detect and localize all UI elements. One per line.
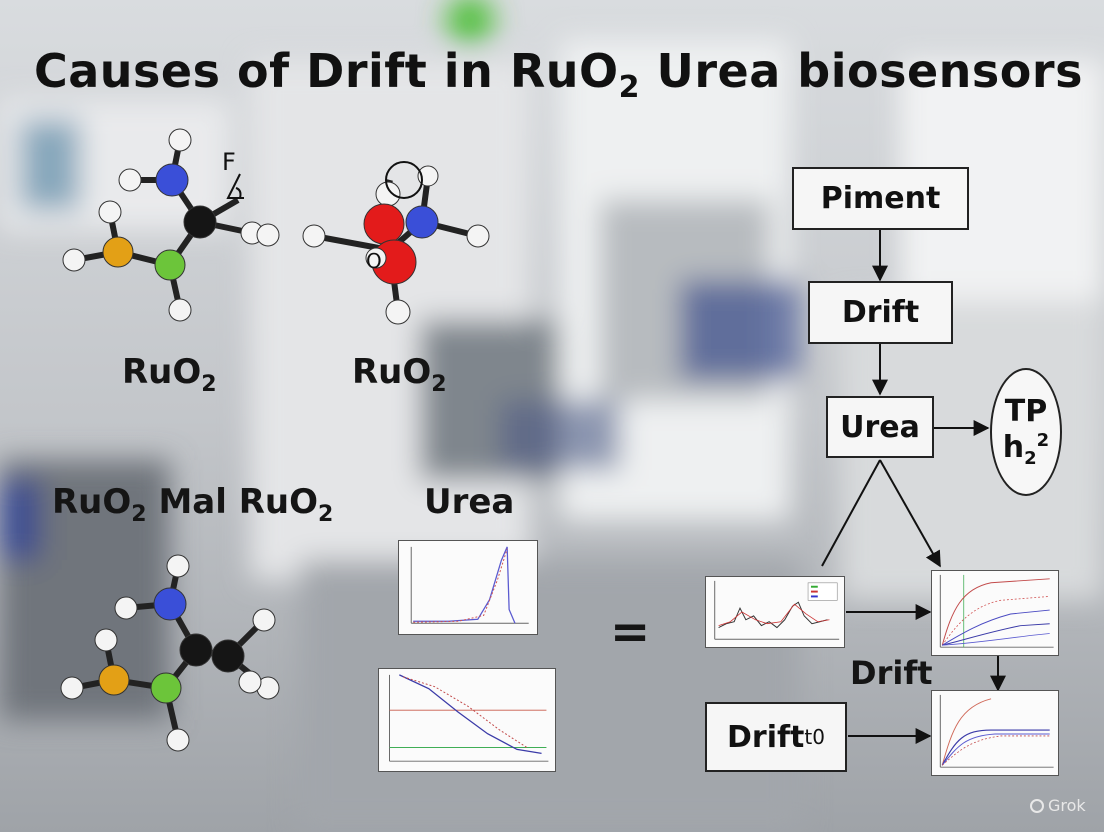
grok-watermark: Grok	[1030, 796, 1086, 815]
label-drift-middle: Drift	[850, 654, 933, 692]
label-urea: Urea	[424, 482, 515, 522]
label-ruo2-mal-ruo2: RuO2 Mal RuO2	[52, 482, 334, 527]
plot-drift-curves	[931, 570, 1059, 656]
box-drift-top: Drift	[808, 281, 953, 344]
plot-drift-bottom	[931, 690, 1059, 776]
oval-tp-h2: TP h22	[990, 368, 1062, 496]
plot-urea-decline	[378, 668, 556, 772]
plot-urea-rise	[398, 540, 538, 635]
grok-logo-icon	[1030, 798, 1044, 813]
box-piment: Piment	[792, 167, 969, 230]
plot-drift-noise	[705, 576, 845, 648]
label-ruo2-middle: RuO2	[352, 352, 447, 397]
label-ruo2-left: RuO2	[122, 352, 217, 397]
box-urea: Urea	[826, 396, 934, 458]
page-title: Causes of Drift in RuO2 Urea biosensors	[34, 44, 1083, 106]
equals-sign: =	[610, 604, 651, 660]
